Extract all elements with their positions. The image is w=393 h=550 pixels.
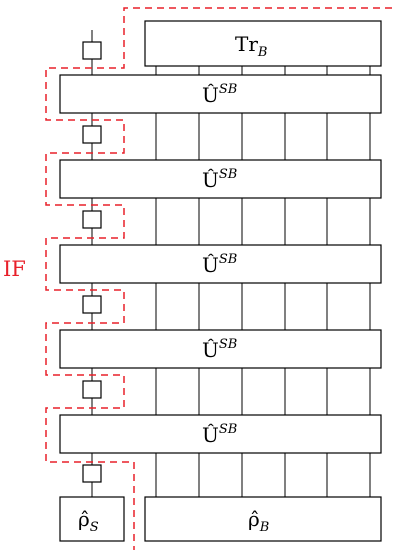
system-gate-box-4 [82,295,102,314]
unitary-label-4: ÛSB [202,337,237,362]
trace-label: TrB [235,32,267,60]
rho-s-label: ρ̂S [78,507,99,535]
unitary-box-2 [59,159,382,199]
system-gate-box-3 [82,210,102,229]
system-gate-box-6 [82,464,102,483]
influence-functional-boundary [45,7,392,550]
unitary-box-5 [59,414,382,454]
unitary-box-1 [59,74,382,114]
boxes: ÛSB ÛSB ÛSB ÛSB ÛSB [59,41,382,483]
unitary-label-1: ÛSB [202,82,237,107]
unitary-box-4 [59,329,382,369]
if-label: IF [3,257,26,281]
unitary-label-5: ÛSB [202,422,237,447]
unitary-label-2: ÛSB [202,167,237,192]
rho-s-box [59,496,125,542]
unitary-label-3: ÛSB [202,252,237,277]
rho-b-box [144,496,382,542]
rho-b-label: ρ̂B [248,507,269,535]
system-gate-box-5 [82,380,102,399]
unitary-box-3 [59,244,382,284]
trace-box [144,20,382,67]
system-gate-box-1 [82,41,102,60]
system-gate-box-2 [82,125,102,144]
